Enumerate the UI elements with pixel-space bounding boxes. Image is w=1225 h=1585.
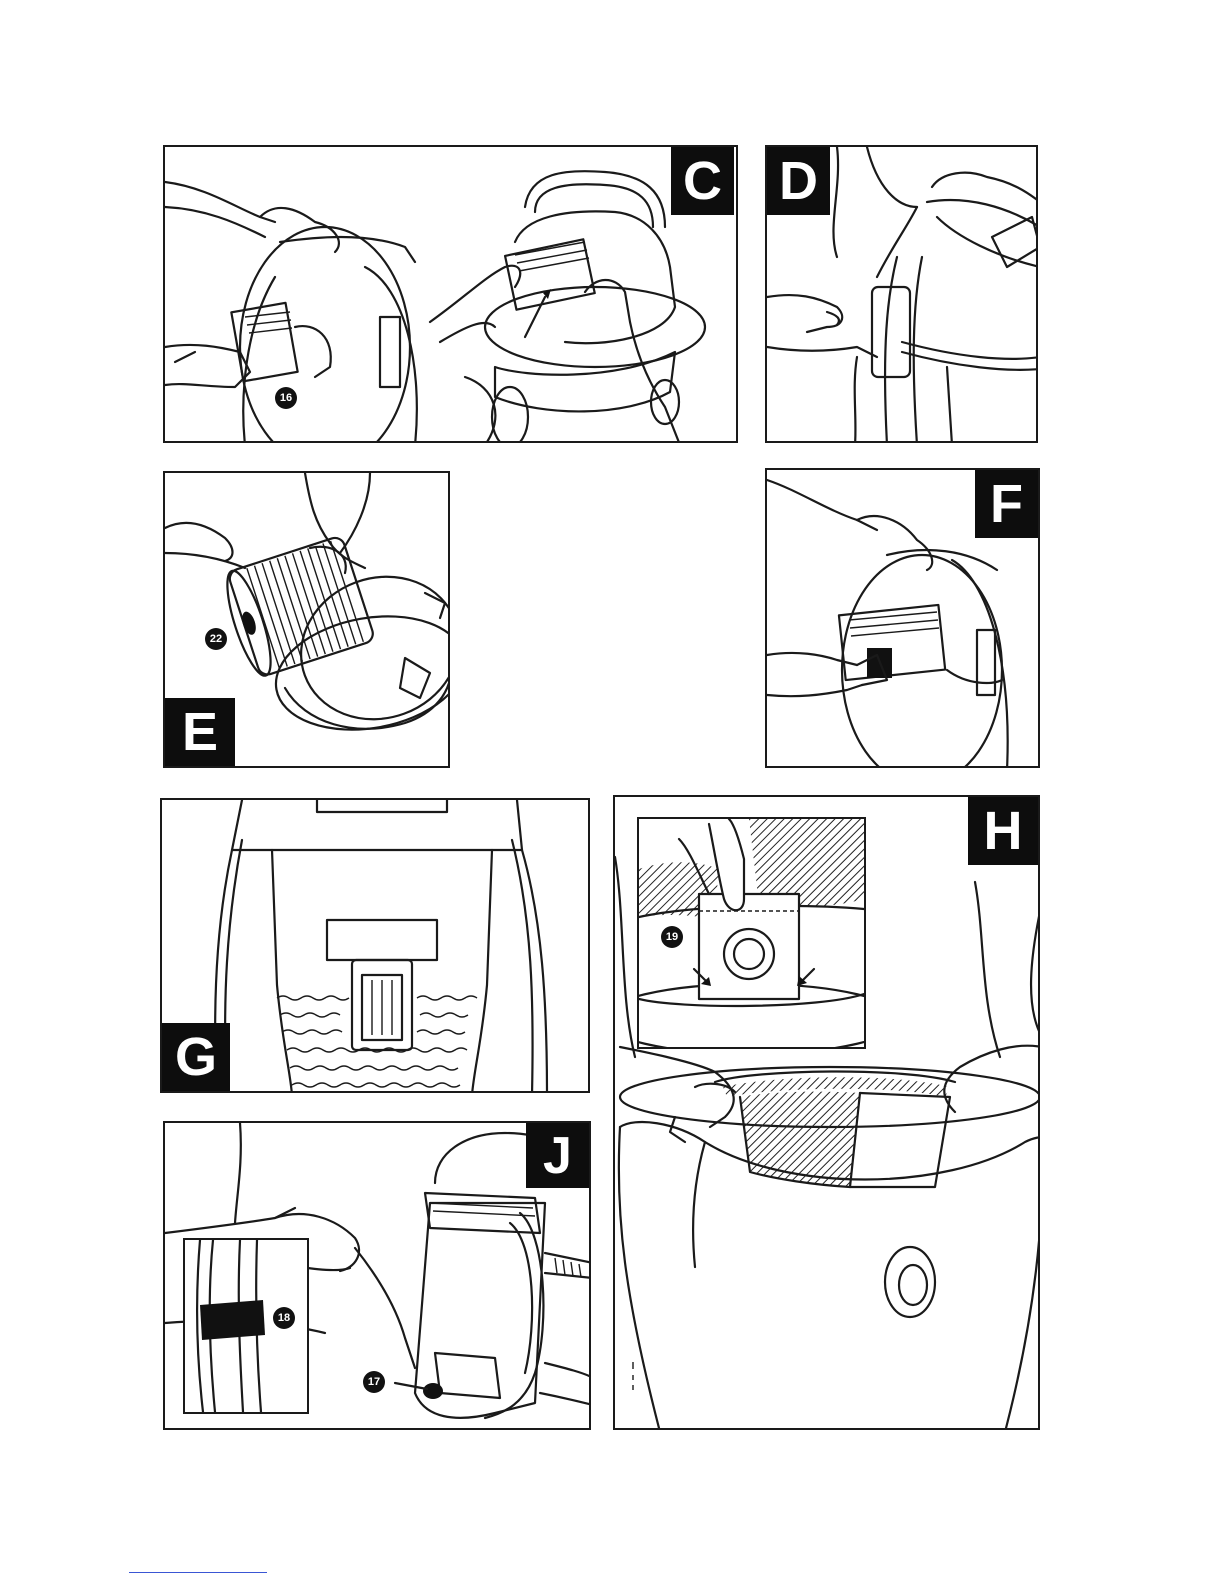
callout-17: 17	[363, 1371, 385, 1393]
panel-f: F	[765, 468, 1040, 768]
panel-e-label: E	[165, 698, 235, 766]
panel-c-illustration	[165, 147, 738, 443]
panel-c-label: C	[671, 147, 734, 215]
panel-f-label: F	[975, 470, 1038, 538]
callout-19: 19	[661, 926, 683, 948]
panel-c: C 16	[163, 145, 738, 443]
callout-22: 22	[205, 628, 227, 650]
callout-16: 16	[275, 387, 297, 409]
panel-h-label: H	[968, 797, 1038, 865]
panel-j: 18 17 J	[163, 1121, 591, 1430]
panel-e: E 22	[163, 471, 450, 768]
panel-j-label: J	[526, 1123, 589, 1188]
panel-d: D	[765, 145, 1038, 443]
callout-18: 18	[273, 1307, 295, 1329]
panel-h-inset: 19	[637, 817, 866, 1049]
panel-j-inset: 18	[183, 1238, 309, 1414]
panel-d-label: D	[767, 147, 830, 215]
panel-g: G	[160, 798, 590, 1093]
link-underline[interactable]	[129, 1572, 267, 1573]
panel-g-label: G	[162, 1023, 230, 1091]
panel-h: 19 H	[613, 795, 1040, 1430]
